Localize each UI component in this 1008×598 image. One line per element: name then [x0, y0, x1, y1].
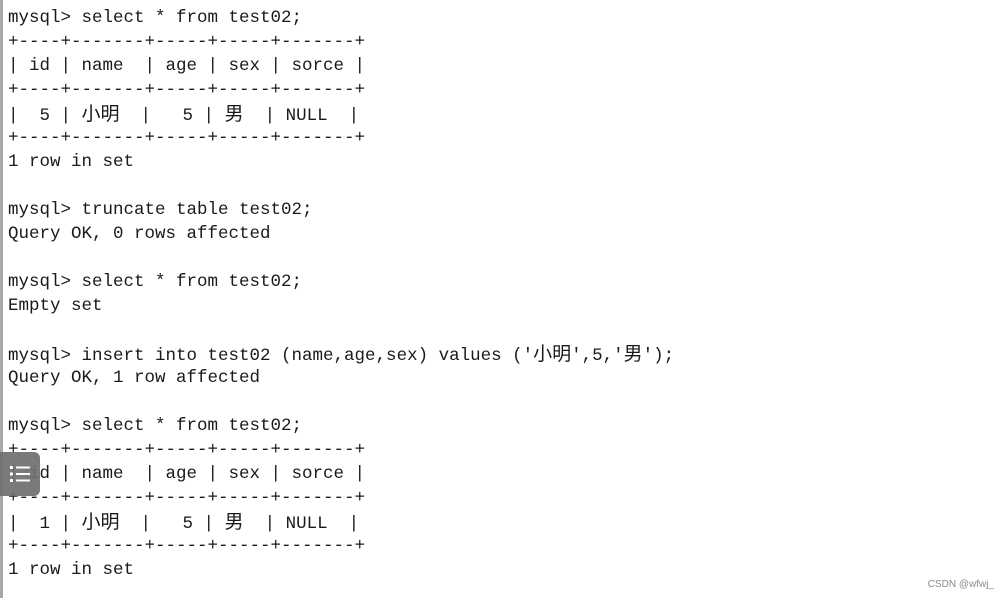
- list-icon: [9, 464, 31, 484]
- result-summary: 1 row in set: [8, 560, 135, 580]
- terminal-line: mysql> select * from test02;: [8, 416, 303, 436]
- result-summary: Query OK, 0 rows affected: [8, 224, 271, 244]
- terminal-line: mysql> insert into test02 (name,age,sex)…: [8, 343, 675, 366]
- result-summary: Query OK, 1 row affected: [8, 368, 261, 388]
- result-summary: 1 row in set: [8, 152, 135, 172]
- table-border: +----+-------+-----+-----+-------+: [8, 32, 366, 52]
- blank-line: [8, 246, 1008, 270]
- terminal-line: mysql> truncate table test02;: [8, 200, 313, 220]
- table-row: | 5 | 小明 | 5 | 男 | NULL |: [8, 103, 360, 126]
- terminal-line: mysql> select * from test02;: [8, 272, 303, 292]
- table-header: | id | name | age | sex | sorce |: [8, 56, 366, 76]
- table-border: +----+-------+-----+-----+-------+: [8, 440, 366, 460]
- table-header: | id | name | age | sex | sorce |: [8, 464, 366, 484]
- blank-line: [8, 390, 1008, 414]
- list-menu-button[interactable]: [0, 452, 40, 496]
- table-border: +----+-------+-----+-----+-------+: [8, 536, 366, 556]
- table-border: +----+-------+-----+-----+-------+: [8, 488, 366, 508]
- blank-line: [8, 174, 1008, 198]
- blank-line: [8, 318, 1008, 342]
- result-summary: Empty set: [8, 296, 103, 316]
- watermark: CSDN @wfwj_: [927, 579, 994, 590]
- table-border: +----+-------+-----+-----+-------+: [8, 80, 366, 100]
- table-border: +----+-------+-----+-----+-------+: [8, 128, 366, 148]
- table-row: | 1 | 小明 | 5 | 男 | NULL |: [8, 511, 360, 534]
- terminal-line: mysql> select * from test02;: [8, 8, 303, 28]
